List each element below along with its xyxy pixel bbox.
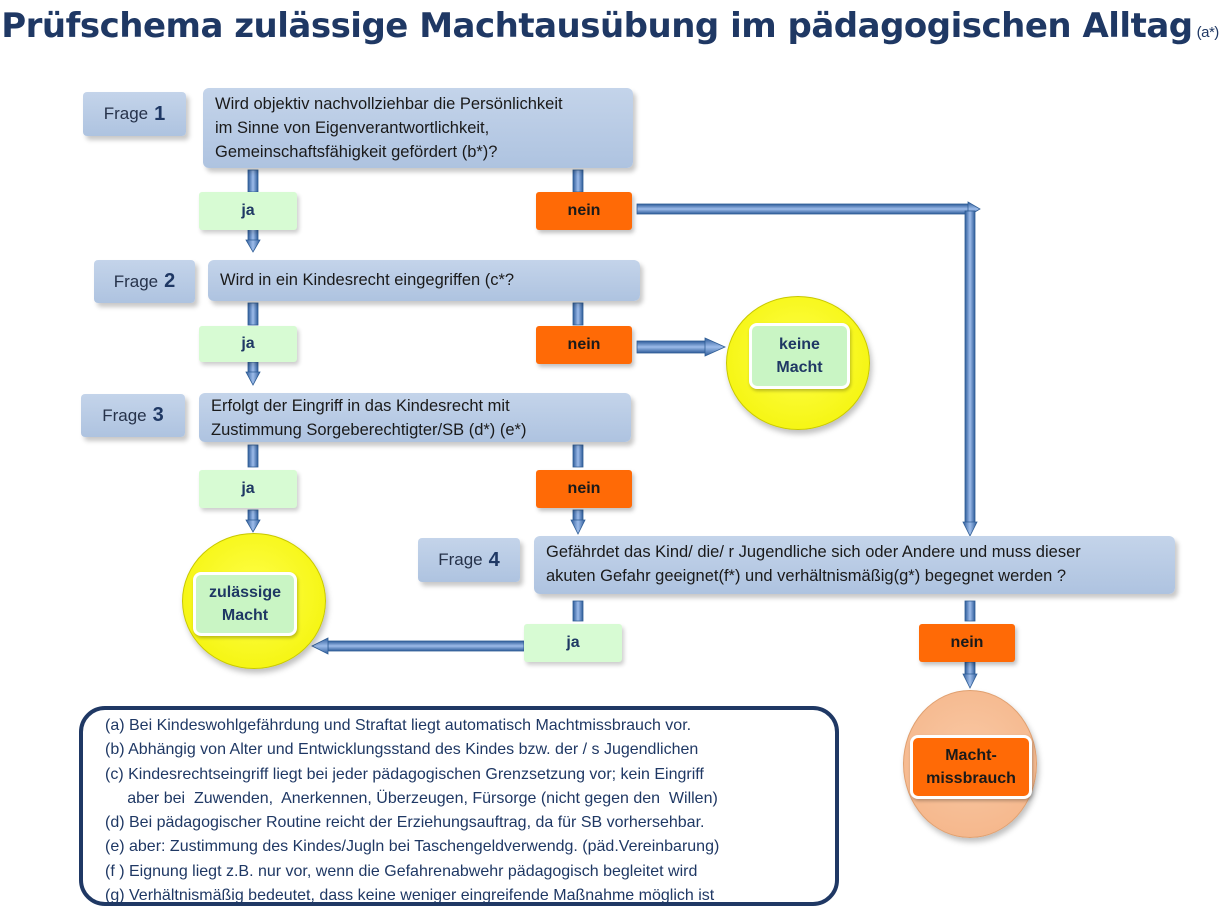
arrow-head (245, 519, 261, 533)
connector (964, 600, 976, 622)
outcome-machtmissbrauch-circle: Macht-missbrauch (903, 690, 1037, 838)
answer-ja-3: ja (199, 470, 297, 508)
connector (247, 169, 259, 193)
answer-nein-4: nein (919, 624, 1015, 662)
footnote-g: (g) Verhältnismäßig bedeutet, dass keine… (105, 887, 715, 905)
footnote-b: (b) Abhängig von Alter und Entwicklungss… (105, 741, 699, 759)
connector (247, 444, 259, 468)
answer-ja-4: ja (524, 624, 622, 662)
connector (964, 210, 976, 525)
answer-nein-1: nein (536, 192, 632, 230)
footnote-c-cont: aber bei Zuwenden, Anerkennen, Überzeuge… (105, 789, 718, 807)
footnote-a: (a) Bei Kindeswohlgefährdung und Strafta… (105, 717, 692, 734)
arrow-head (962, 673, 978, 689)
arrow-head (311, 637, 329, 655)
arrow-head (245, 239, 261, 253)
connector (636, 203, 972, 215)
footnotes-box: (a) Bei Kindeswohlgefährdung und Strafta… (79, 706, 839, 906)
question-box-4: Gefährdet das Kind/ die/ r Jugendliche s… (534, 536, 1175, 594)
connector (572, 444, 584, 468)
answer-nein-2: nein (536, 326, 632, 364)
arrow-head (570, 519, 586, 535)
connector (572, 600, 584, 622)
page-title: Prüfschema zulässige Machtausübung im pä… (1, 6, 1220, 46)
footnote-c: (c) Kindesrechtseingriff liegt bei jeder… (105, 765, 704, 783)
question-box-2: Wird in ein Kindesrecht eingegriffen (c*… (208, 260, 640, 301)
connector (572, 302, 584, 326)
footnote-f: (f ) Eignung liegt z.B. nur vor, wenn di… (105, 862, 698, 880)
footnote-d: (d) Bei pädagogischer Routine reicht der… (105, 814, 705, 832)
question-box-3: Erfolgt der Eingriff in das Kindesrecht … (199, 393, 631, 442)
connector (327, 640, 525, 652)
connector (636, 340, 710, 354)
answer-ja-2: ja (199, 326, 297, 362)
outcome-machtmissbrauch: Macht-missbrauch (910, 735, 1032, 799)
title-footnote-marker: (a*) (1196, 24, 1220, 41)
connector (572, 169, 584, 193)
arrow-head (245, 371, 261, 386)
connector (247, 302, 259, 326)
answer-ja-1: ja (199, 192, 297, 230)
arrow-head (962, 521, 978, 537)
footnote-e: (e) aber: Zustimmung des Kindes/Jugln be… (105, 838, 720, 856)
answer-nein-3: nein (536, 470, 632, 508)
arrow-head (704, 337, 726, 357)
question-box-1: Wird objektiv nachvollziehbar die Persön… (203, 88, 633, 168)
